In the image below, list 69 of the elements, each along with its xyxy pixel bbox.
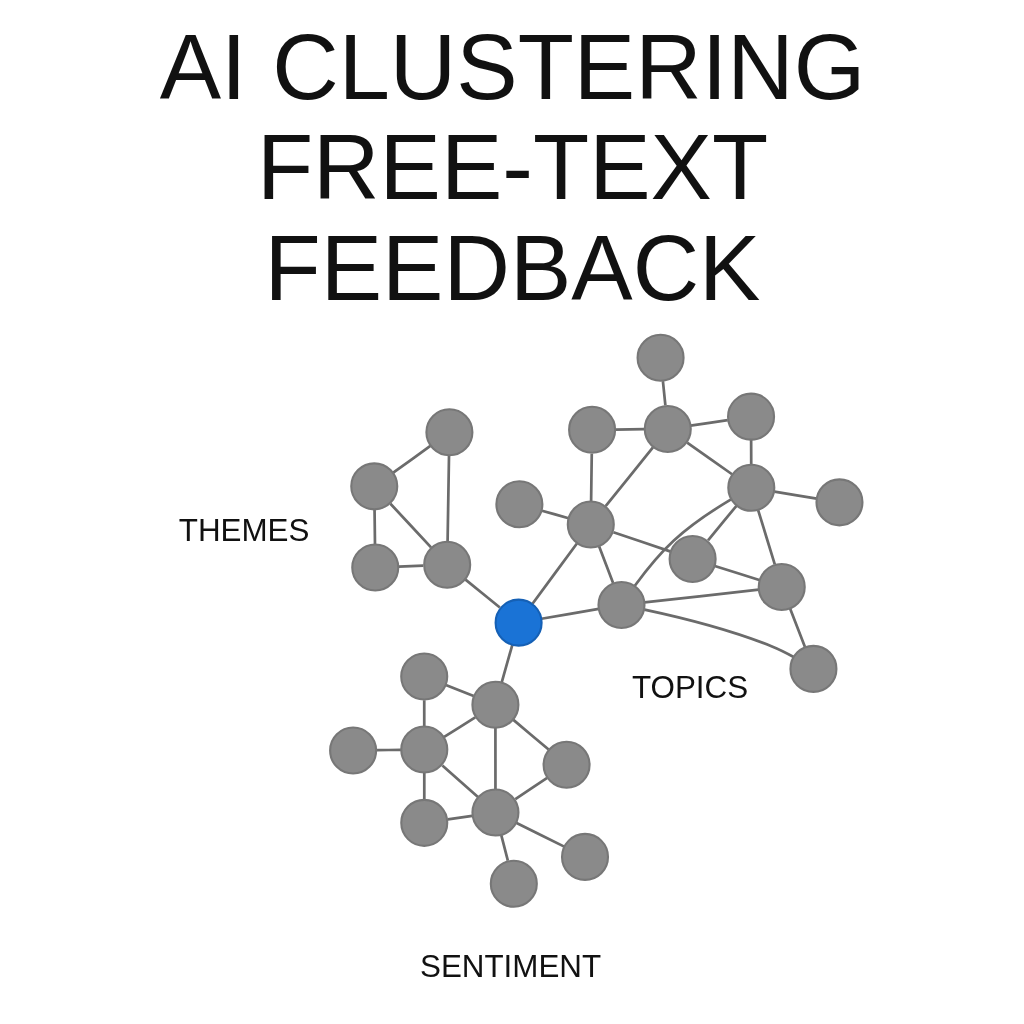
- connector: [463, 578, 501, 609]
- node-circle: [814, 478, 864, 527]
- connector: [706, 504, 738, 542]
- node-circle: [350, 543, 399, 592]
- connector: [444, 683, 474, 698]
- connector: [713, 564, 760, 582]
- node-circle: [643, 404, 692, 454]
- node-circle: [757, 563, 806, 612]
- node-circle: [726, 463, 775, 512]
- connector: [445, 455, 450, 542]
- node-circle: [328, 726, 377, 775]
- label: SENTIMENT: [419, 948, 601, 984]
- connector: [614, 427, 644, 431]
- node-circle: [567, 405, 616, 454]
- connector: [633, 498, 732, 587]
- connector: [515, 821, 565, 848]
- node-circle: [399, 725, 448, 774]
- node-circle: [489, 859, 538, 908]
- connector: [661, 380, 667, 406]
- node-circle: [494, 480, 543, 529]
- connector: [756, 509, 776, 565]
- connector: [499, 834, 509, 861]
- node-circle: [636, 333, 685, 382]
- node-circle: [566, 500, 615, 549]
- node-circle: [668, 534, 717, 584]
- connector: [493, 728, 497, 790]
- connector: [398, 564, 423, 568]
- connector: [372, 509, 376, 545]
- connector: [442, 716, 476, 739]
- node-circle: [596, 580, 646, 630]
- connector: [514, 776, 548, 801]
- connector: [376, 748, 401, 752]
- connector: [391, 444, 431, 474]
- label: THEMES: [178, 513, 309, 549]
- connector: [447, 814, 472, 821]
- connector: [499, 644, 514, 683]
- connector: [643, 608, 794, 659]
- connector: [773, 490, 817, 500]
- connector: [604, 446, 654, 507]
- connector: [749, 439, 753, 465]
- connector: [589, 453, 593, 501]
- node-circle: [349, 462, 398, 511]
- connector: [540, 607, 599, 621]
- node-circle: [560, 832, 609, 881]
- connector: [541, 509, 569, 520]
- node-circle: [399, 798, 448, 847]
- node-circle: [422, 540, 471, 589]
- connector: [685, 441, 733, 476]
- connector: [440, 764, 479, 799]
- connector: [643, 588, 759, 604]
- node-circle: [470, 680, 519, 729]
- diagram-title: AI CLUSTERING FREE-TEXT FEEDBACK: [159, 15, 865, 320]
- connector: [388, 502, 432, 549]
- node-circle: [788, 644, 837, 693]
- node-circle: [494, 598, 543, 647]
- connector: [511, 718, 549, 751]
- node-circle: [424, 408, 473, 457]
- connector: [422, 700, 426, 727]
- connector: [689, 418, 728, 427]
- node-circle: [399, 652, 448, 701]
- node-circle: [542, 740, 591, 789]
- node-circle: [470, 788, 519, 837]
- connector: [788, 608, 806, 648]
- connector: [422, 772, 426, 800]
- label: TOPICS: [631, 670, 748, 706]
- connector: [597, 546, 614, 584]
- connector: [612, 530, 671, 553]
- node-circle: [726, 392, 775, 441]
- connector: [530, 542, 578, 605]
